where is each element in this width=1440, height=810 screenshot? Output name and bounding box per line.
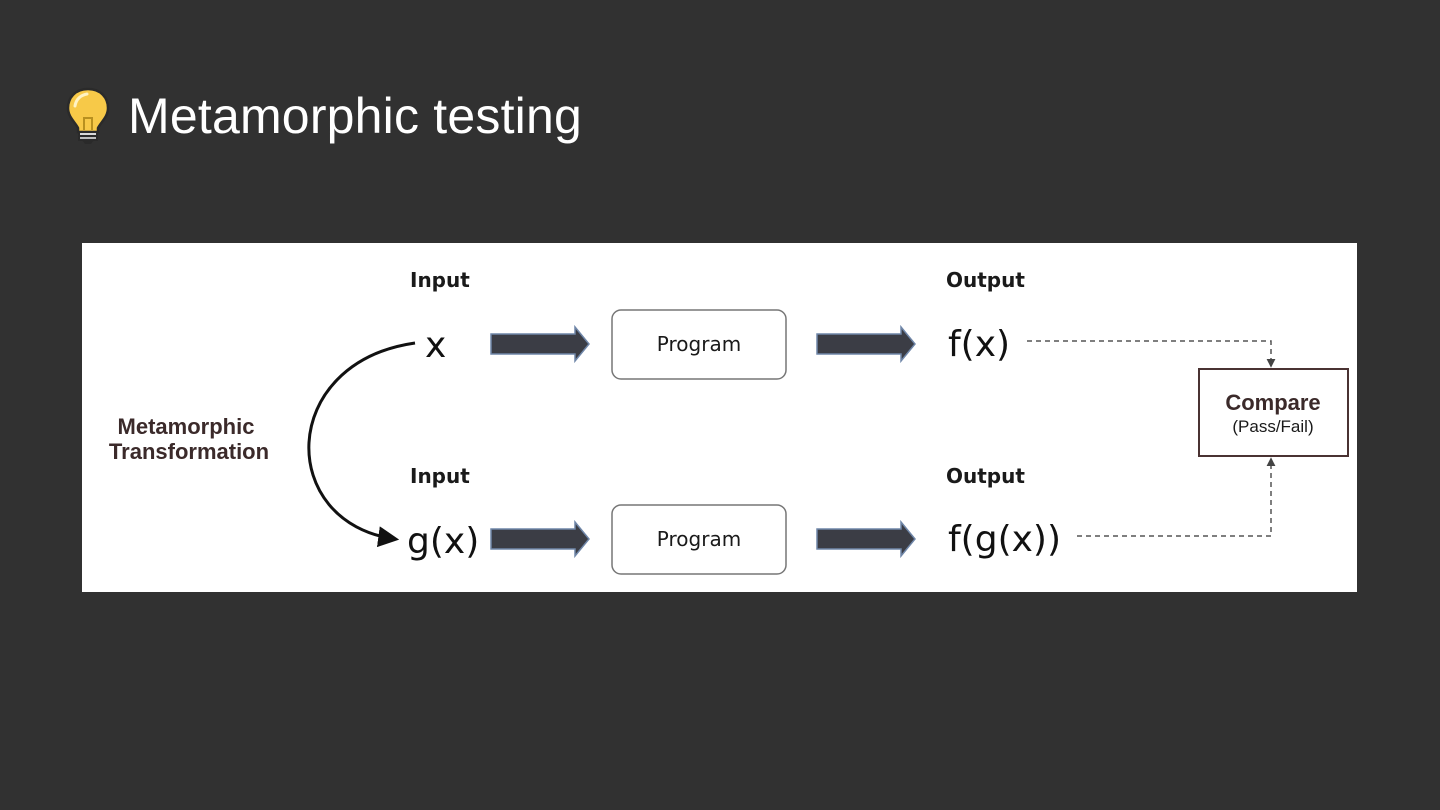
top-program-box (611, 309, 787, 380)
transformation-label-line1: Metamorphic (118, 414, 255, 439)
bottom-input-value: g(x) (407, 521, 479, 562)
slide-title: Metamorphic testing (128, 88, 582, 144)
bottom-input-header: Input (410, 464, 470, 488)
metamorphic-testing-diagram: Input x Program Output f(x) Input g(x) P… (109, 268, 1349, 575)
compare-box (1198, 368, 1349, 457)
bottom-output-value: f(g(x)) (948, 519, 1061, 560)
top-output-arrow (816, 324, 916, 364)
bottom-program-label: Program (657, 527, 741, 551)
top-input-value: x (425, 325, 446, 366)
bottom-program-box (611, 504, 787, 575)
transformation-label-line2: Transformation (109, 439, 269, 464)
bottom-output-header: Output (946, 464, 1025, 488)
bottom-input-arrow (490, 519, 590, 559)
top-input-header: Input (410, 268, 470, 292)
slide-header: Metamorphic testing (64, 86, 582, 146)
top-input-arrow (490, 324, 590, 364)
top-output-header: Output (946, 268, 1025, 292)
bottom-output-arrow (816, 519, 916, 559)
top-compare-connector (1027, 340, 1276, 368)
top-program-label: Program (657, 332, 741, 356)
bottom-compare-connector (1077, 457, 1276, 537)
transformation-curve-arrow (307, 341, 416, 548)
diagram-panel: Input x Program Output f(x) Input g(x) P… (82, 243, 1357, 592)
compare-label: Compare (1225, 390, 1320, 415)
top-output-value: f(x) (948, 324, 1010, 365)
lightbulb-icon (66, 87, 110, 144)
compare-sublabel: (Pass/Fail) (1232, 417, 1313, 436)
